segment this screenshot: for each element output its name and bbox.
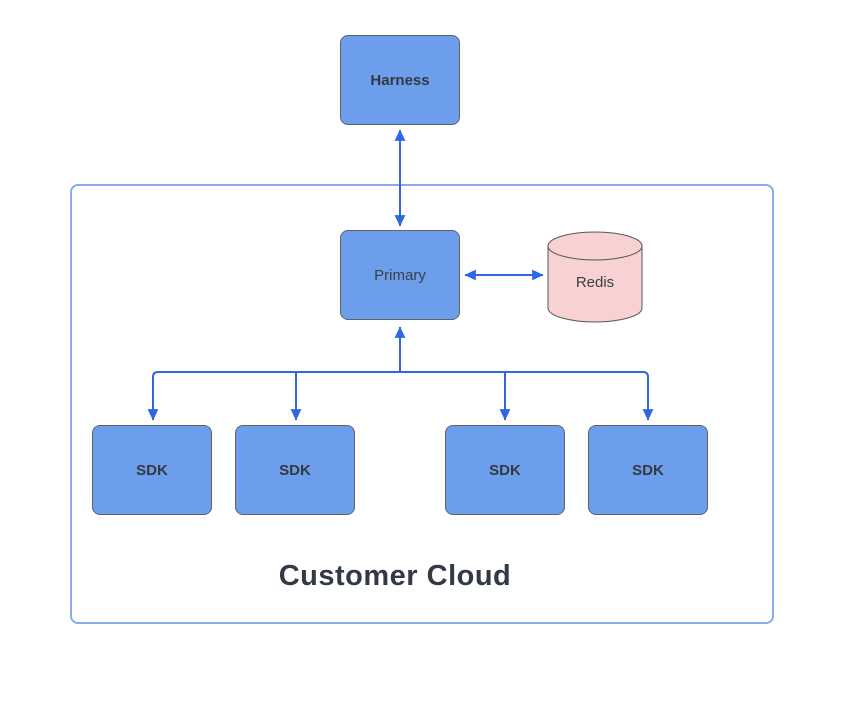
node-primary: Primary <box>340 230 460 320</box>
node-sdk-1-label: SDK <box>136 461 168 479</box>
node-sdk-2: SDK <box>235 425 355 515</box>
customer-cloud-title: Customer Cloud <box>278 560 512 592</box>
node-harness: Harness <box>340 35 460 125</box>
customer-cloud-container <box>70 184 774 624</box>
node-sdk-1: SDK <box>92 425 212 515</box>
node-redis-label: Redis <box>575 273 615 291</box>
node-sdk-4: SDK <box>588 425 708 515</box>
node-primary-label: Primary <box>374 266 426 284</box>
node-sdk-2-label: SDK <box>279 461 311 479</box>
node-sdk-4-label: SDK <box>632 461 664 479</box>
node-sdk-3: SDK <box>445 425 565 515</box>
node-sdk-3-label: SDK <box>489 461 521 479</box>
node-harness-label: Harness <box>370 71 430 89</box>
